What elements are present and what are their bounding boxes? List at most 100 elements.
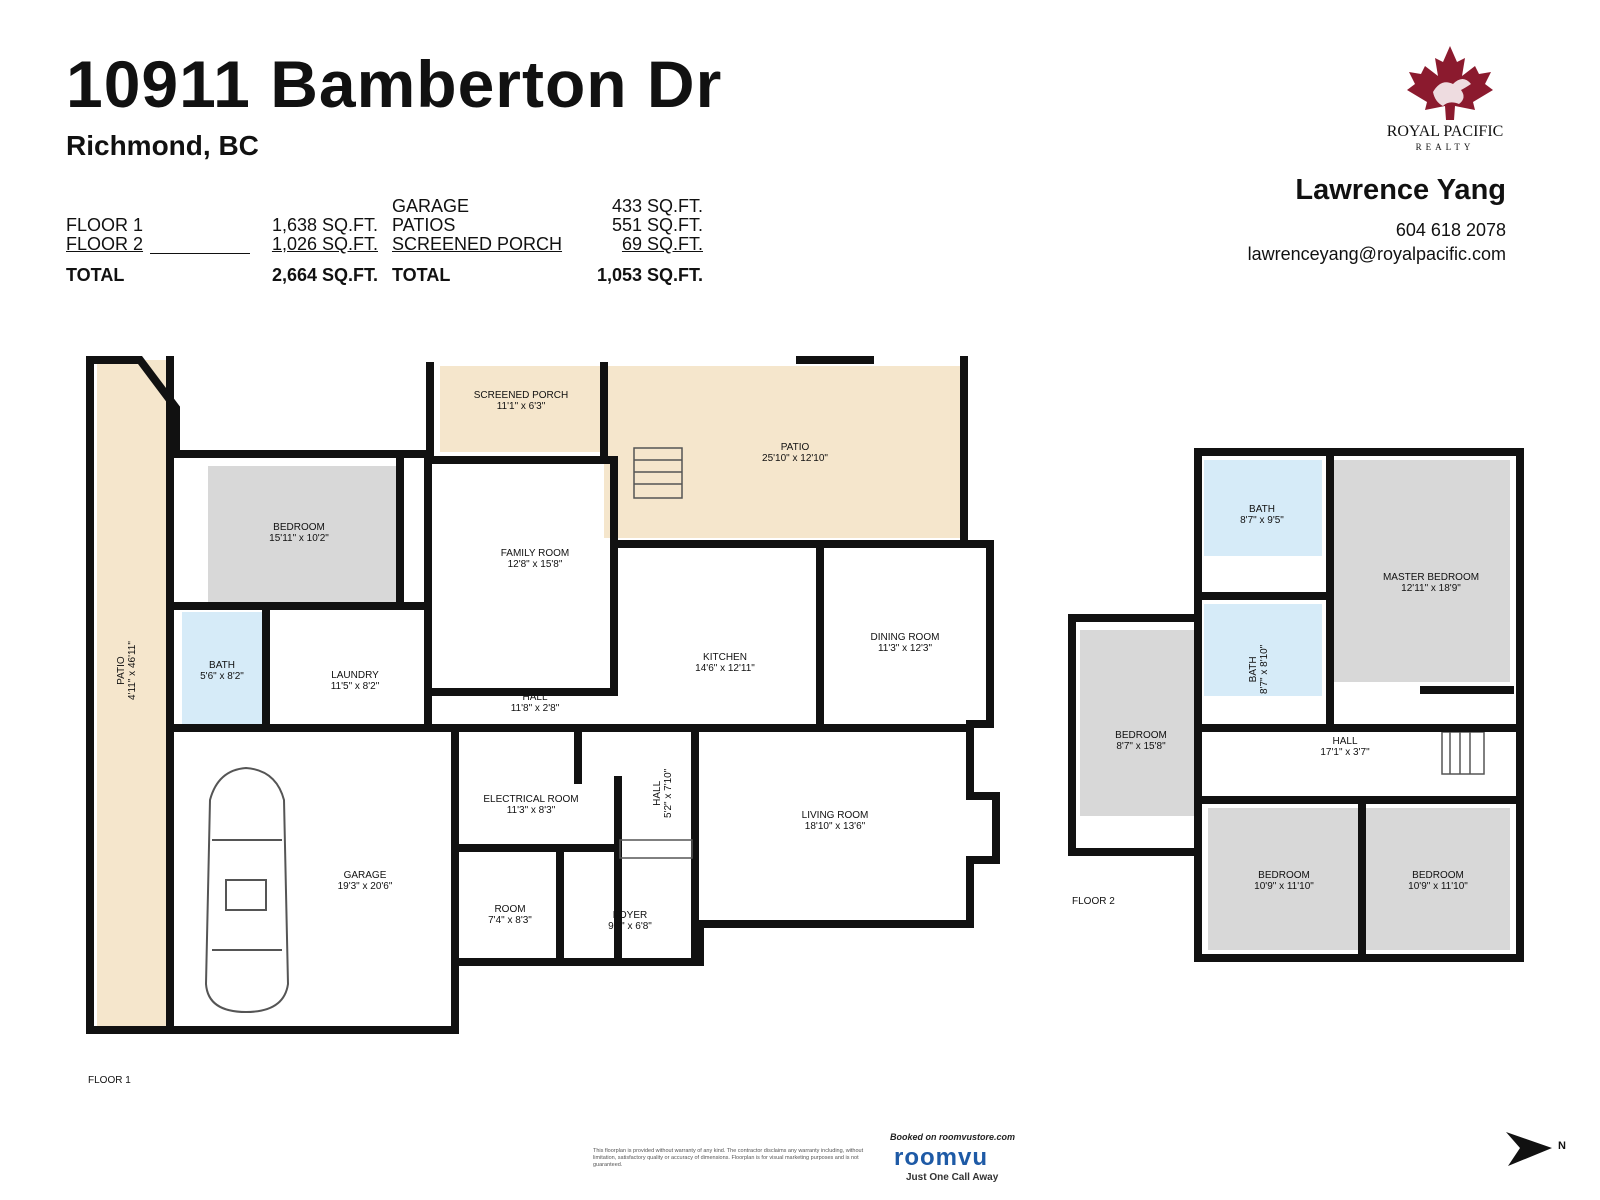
stat-label: GARAGE xyxy=(392,196,470,216)
room-dims: 8'7" x 9'5" xyxy=(1240,515,1284,526)
room-dims: 10'9" x 11'10" xyxy=(1254,881,1314,892)
room-dims: 7'4" x 8'3" xyxy=(488,915,532,926)
room-dims: 25'10" x 12'10" xyxy=(762,453,828,464)
property-city: Richmond, BC xyxy=(66,130,259,161)
room-dims: 15'11" x 10'2" xyxy=(269,533,329,544)
room-name: HALL xyxy=(1332,736,1358,747)
room-name: GARAGE xyxy=(343,870,387,881)
underline xyxy=(150,253,250,254)
room-dims: 8'7" x 8'10" xyxy=(1259,644,1270,694)
bath2a-fill xyxy=(1204,460,1322,556)
stat-label: PATIOS xyxy=(392,215,456,235)
room-dims: 5'2" x 7'10" xyxy=(663,768,674,818)
room-name: LAUNDRY xyxy=(331,670,379,681)
brand-name: ROYAL PACIFIC xyxy=(1386,123,1504,140)
room-dims: 11'3" x 12'3" xyxy=(877,643,933,654)
room-dims: 12'11" x 18'9" xyxy=(1401,583,1461,594)
floor-label: FLOOR 2 xyxy=(1072,896,1115,907)
stat-value: 69 SQ.FT. xyxy=(621,234,703,254)
floor2-fills xyxy=(1080,460,1510,950)
room-name: KITCHEN xyxy=(703,652,747,663)
floor1-walls xyxy=(86,356,1000,1034)
floor2-walls xyxy=(1068,448,1524,962)
room-name: BATH xyxy=(209,660,235,671)
room-dims: 11'1" x 6'3" xyxy=(496,401,546,412)
patio-top-fill xyxy=(604,366,964,538)
room-name: SCREENED PORCH xyxy=(473,390,569,401)
room-dims: 19'3" x 20'6" xyxy=(337,881,393,892)
room-name: PATIO xyxy=(780,442,810,453)
bath1-fill xyxy=(182,612,262,724)
master-bedroom-fill xyxy=(1334,460,1510,682)
room-name: BATH xyxy=(1248,656,1259,683)
room-dims: 18'10" x 13'6" xyxy=(804,821,866,832)
room-dims: 10'9" x 11'10" xyxy=(1408,881,1468,892)
room-name: LIVING ROOM xyxy=(801,810,869,821)
room-dims: 4'11" x 46'11" xyxy=(127,641,138,700)
room-name: ROOM xyxy=(494,904,526,915)
room-dims: 11'8" x 2'8" xyxy=(510,703,560,714)
room-name: BEDROOM xyxy=(1115,730,1167,741)
agent-phone[interactable]: 604 618 2078 xyxy=(1395,220,1506,240)
room-dims: 11'5" x 8'2" xyxy=(330,681,380,692)
room-name: FOYER xyxy=(612,910,648,921)
stat-value: 2,664 SQ.FT. xyxy=(271,265,378,285)
stat-label: TOTAL xyxy=(66,265,125,285)
stat-label: TOTAL xyxy=(392,265,451,285)
patio-left-fill xyxy=(97,360,167,1028)
room-name: BEDROOM xyxy=(1258,870,1310,881)
floor1-fills xyxy=(97,360,964,1028)
room-name: ELECTRICAL ROOM xyxy=(483,794,579,805)
booked-text: Booked on roomvustore.com xyxy=(890,1132,1016,1142)
room-name: PATIO xyxy=(116,656,127,685)
stat-label: FLOOR 2 xyxy=(66,234,144,254)
room-name: DINING ROOM xyxy=(870,632,940,643)
bath2b-fill xyxy=(1204,604,1322,696)
royal-pacific-logo xyxy=(1407,46,1493,120)
room-dims: 9'1" x 6'8" xyxy=(608,921,652,932)
brand-subtitle: REALTY xyxy=(1415,142,1475,152)
disclaimer-text: This floorplan is provided without warra… xyxy=(593,1148,864,1168)
room-dims: 11'3" x 8'3" xyxy=(506,805,556,816)
agent-name: Lawrence Yang xyxy=(1295,174,1506,206)
room-name: MASTER BEDROOM xyxy=(1382,572,1480,583)
room-name: HALL xyxy=(522,692,548,703)
room-name: BEDROOM xyxy=(273,522,325,533)
stat-value: 1,638 SQ.FT. xyxy=(271,215,378,235)
room-dims: 5'6" x 8'2" xyxy=(200,671,244,682)
room-name: BATH xyxy=(1249,504,1275,515)
room-dims: 8'7" x 15'8" xyxy=(1116,741,1166,752)
stat-label: SCREENED PORCH xyxy=(392,234,563,254)
room-dims: 17'1" x 3'7" xyxy=(1320,747,1370,758)
bedroom2c-fill xyxy=(1366,808,1510,950)
roomvu-logo: roomvu xyxy=(894,1144,989,1171)
bedroom-fill xyxy=(208,466,400,606)
roomvu-tagline: Just One Call Away xyxy=(906,1172,999,1183)
room-name: BEDROOM xyxy=(1412,870,1464,881)
agent-email[interactable]: lawrenceyang@royalpacific.com xyxy=(1247,244,1506,264)
room-dims: 12'8" x 15'8" xyxy=(507,559,563,570)
stat-value: 551 SQ.FT. xyxy=(611,215,703,235)
room-name: HALL xyxy=(652,780,663,806)
stat-value: 1,053 SQ.FT. xyxy=(596,265,703,285)
